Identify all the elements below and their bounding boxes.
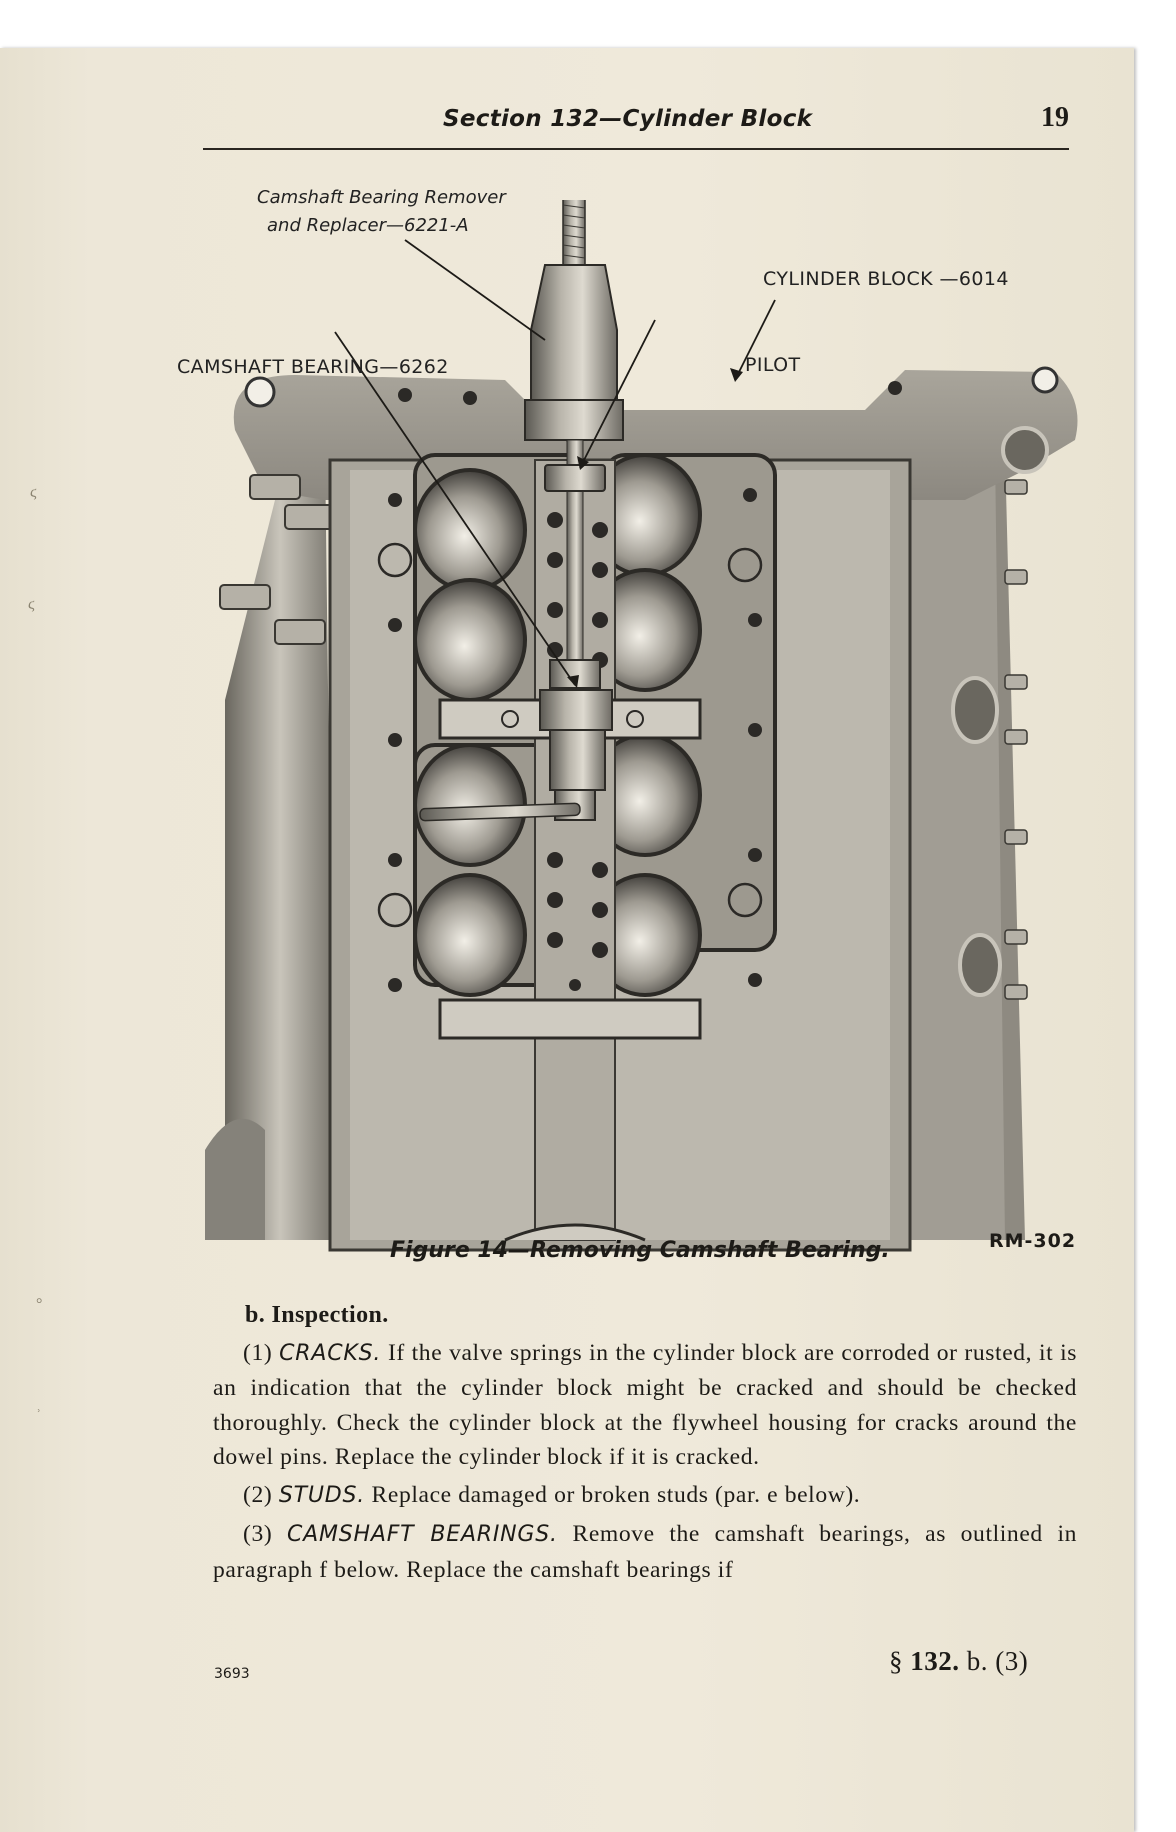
paragraph-number: (3) [243, 1521, 273, 1548]
binding-mark: ϛ [30, 484, 40, 501]
figure-14: Camshaft Bearing Remover and Replacer—62… [177, 187, 1085, 1270]
paragraph-cracks: (1) CRACKS. If the valve springs in the … [213, 1336, 1077, 1474]
figure-code: RM-302 [989, 1230, 1077, 1252]
header-title: Section 132—Cylinder Block [443, 106, 813, 132]
paragraph-number: (1) [243, 1340, 273, 1366]
leader-tool [404, 239, 546, 341]
paragraph-number: (2) [243, 1482, 273, 1509]
section-symbol: § [889, 1646, 903, 1676]
page-number: 19 [1041, 102, 1069, 133]
pilot [544, 464, 606, 492]
paragraph-term: CAMSHAFT BEARINGS. [286, 1522, 558, 1548]
tool-body [530, 264, 618, 401]
leader-block [734, 299, 776, 381]
section-body: (1) CRACKS. If the valve springs in the … [213, 1336, 1077, 1591]
footer-section-ref: § 132. b. (3) [889, 1646, 1028, 1677]
paragraph-text: Remove the camshaft bearings, as outline… [213, 1521, 1077, 1583]
cylinder-block-illustration [205, 200, 1078, 1252]
paragraph-term: CRACKS. [279, 1341, 382, 1366]
paragraph-camshaft-bearings: (3) CAMSHAFT BEARINGS. Remove the camsha… [213, 1517, 1077, 1587]
paragraph-studs: (2) STUDS. Replace damaged or broken stu… [213, 1478, 1077, 1513]
paragraph-text: If the valve springs in the cylinder blo… [213, 1340, 1078, 1470]
footer-subsection: b. (3) [966, 1646, 1029, 1676]
running-header: Section 132—Cylinder Block 19 [203, 100, 1069, 150]
binding-mark: ˒ [36, 1400, 46, 1417]
figure-caption: Figure 14—Removing Camshaft Bearing. [390, 1238, 890, 1263]
paragraph-term: STUDS. [278, 1483, 366, 1509]
section-heading: b. Inspection. [245, 1302, 389, 1328]
footer-code: 3693 [214, 1666, 250, 1682]
leader-pilot [579, 319, 656, 469]
callout-cylinder-block: CYLINDER BLOCK —6014 [763, 268, 1009, 290]
tool-handle [419, 802, 581, 822]
callout-pilot: PILOT [745, 354, 801, 376]
camshaft-bearing [539, 689, 613, 731]
callout-camshaft-bearing: CAMSHAFT BEARING—6262 [177, 356, 449, 378]
leader-bearing [334, 331, 576, 686]
footer-section-number: 132. [910, 1646, 960, 1676]
left-housing [225, 450, 335, 1240]
binding-mark: ϛ [28, 596, 38, 613]
callout-tool-line2: and Replacer—6221-A [267, 215, 469, 236]
binding-mark: ° [36, 1296, 46, 1313]
callout-tool-line1: Camshaft Bearing Remover [257, 187, 506, 208]
paragraph-text: Replace damaged or broken studs (par. e … [371, 1482, 861, 1509]
